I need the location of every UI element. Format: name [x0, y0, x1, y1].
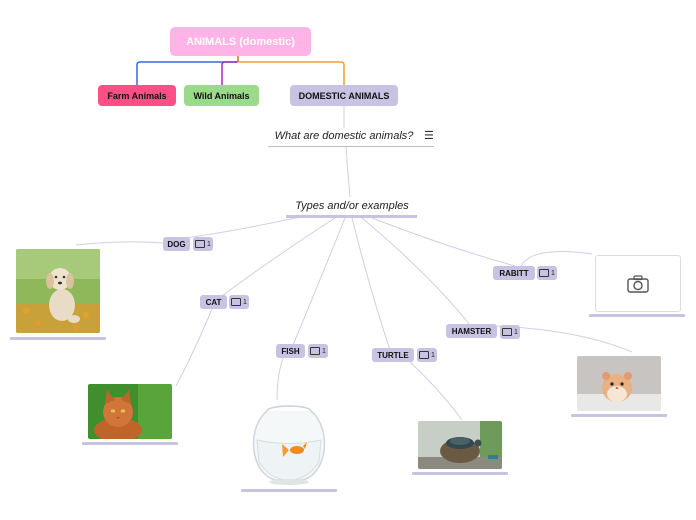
animal-fish-tag[interactable]: FISH [276, 344, 305, 358]
hamster-photo[interactable] [577, 356, 661, 411]
dog-photo[interactable] [16, 249, 100, 333]
types-label: Types and/or examples [295, 200, 409, 212]
question-topic[interactable]: What are domestic animals? [268, 130, 420, 142]
cat-photo[interactable] [88, 384, 172, 439]
animal-dog-tag[interactable]: DOG [163, 237, 190, 251]
camera-icon [627, 274, 649, 293]
category-farm-animals[interactable]: Farm Animals [98, 85, 176, 106]
types-underline [286, 215, 417, 218]
comment-icon [195, 240, 206, 248]
cat-underline [82, 442, 178, 445]
hamster-underline [571, 414, 667, 417]
comment-icon [539, 269, 550, 277]
comment-icon [502, 328, 513, 336]
category-label: Farm Animals [107, 90, 167, 101]
question-label: What are domestic animals? [274, 130, 414, 142]
category-domestic-animals[interactable]: DOMESTIC ANIMALS [290, 85, 398, 106]
category-wild-animals[interactable]: Wild Animals [184, 85, 259, 106]
comment-icon [231, 298, 242, 306]
animal-hamster-tag[interactable]: HAMSTER [446, 324, 497, 338]
root-label: ANIMALS (domestic) [186, 35, 295, 48]
turtle-photo[interactable] [418, 421, 502, 469]
root-node[interactable]: ANIMALS (domestic) [170, 27, 311, 56]
rabitt-underline [589, 314, 685, 317]
comment-badge[interactable]: 1 [417, 348, 437, 362]
turtle-underline [412, 472, 508, 475]
comment-badge[interactable]: 1 [308, 344, 328, 358]
comment-icon [419, 351, 430, 359]
comment-badge[interactable]: 1 [229, 295, 249, 309]
fishbowl-photo[interactable] [247, 402, 331, 486]
comment-icon [310, 347, 321, 355]
comment-badge[interactable]: 1 [537, 266, 557, 280]
animal-cat-tag[interactable]: CAT [200, 295, 227, 309]
animal-rabitt-tag[interactable]: RABITT [493, 266, 535, 280]
fish-underline [241, 489, 337, 492]
category-label: Wild Animals [193, 90, 250, 101]
question-underline [268, 146, 434, 147]
dog-underline [10, 337, 106, 340]
category-label: DOMESTIC ANIMALS [298, 90, 390, 101]
image-placeholder[interactable] [595, 255, 681, 312]
animal-turtle-tag[interactable]: TURTLE [372, 348, 414, 362]
comment-badge[interactable]: 1 [193, 237, 213, 251]
types-topic[interactable]: Types and/or examples [286, 200, 418, 212]
menu-lines-icon[interactable]: ☰ [424, 130, 434, 142]
comment-badge[interactable]: 1 [500, 325, 520, 339]
